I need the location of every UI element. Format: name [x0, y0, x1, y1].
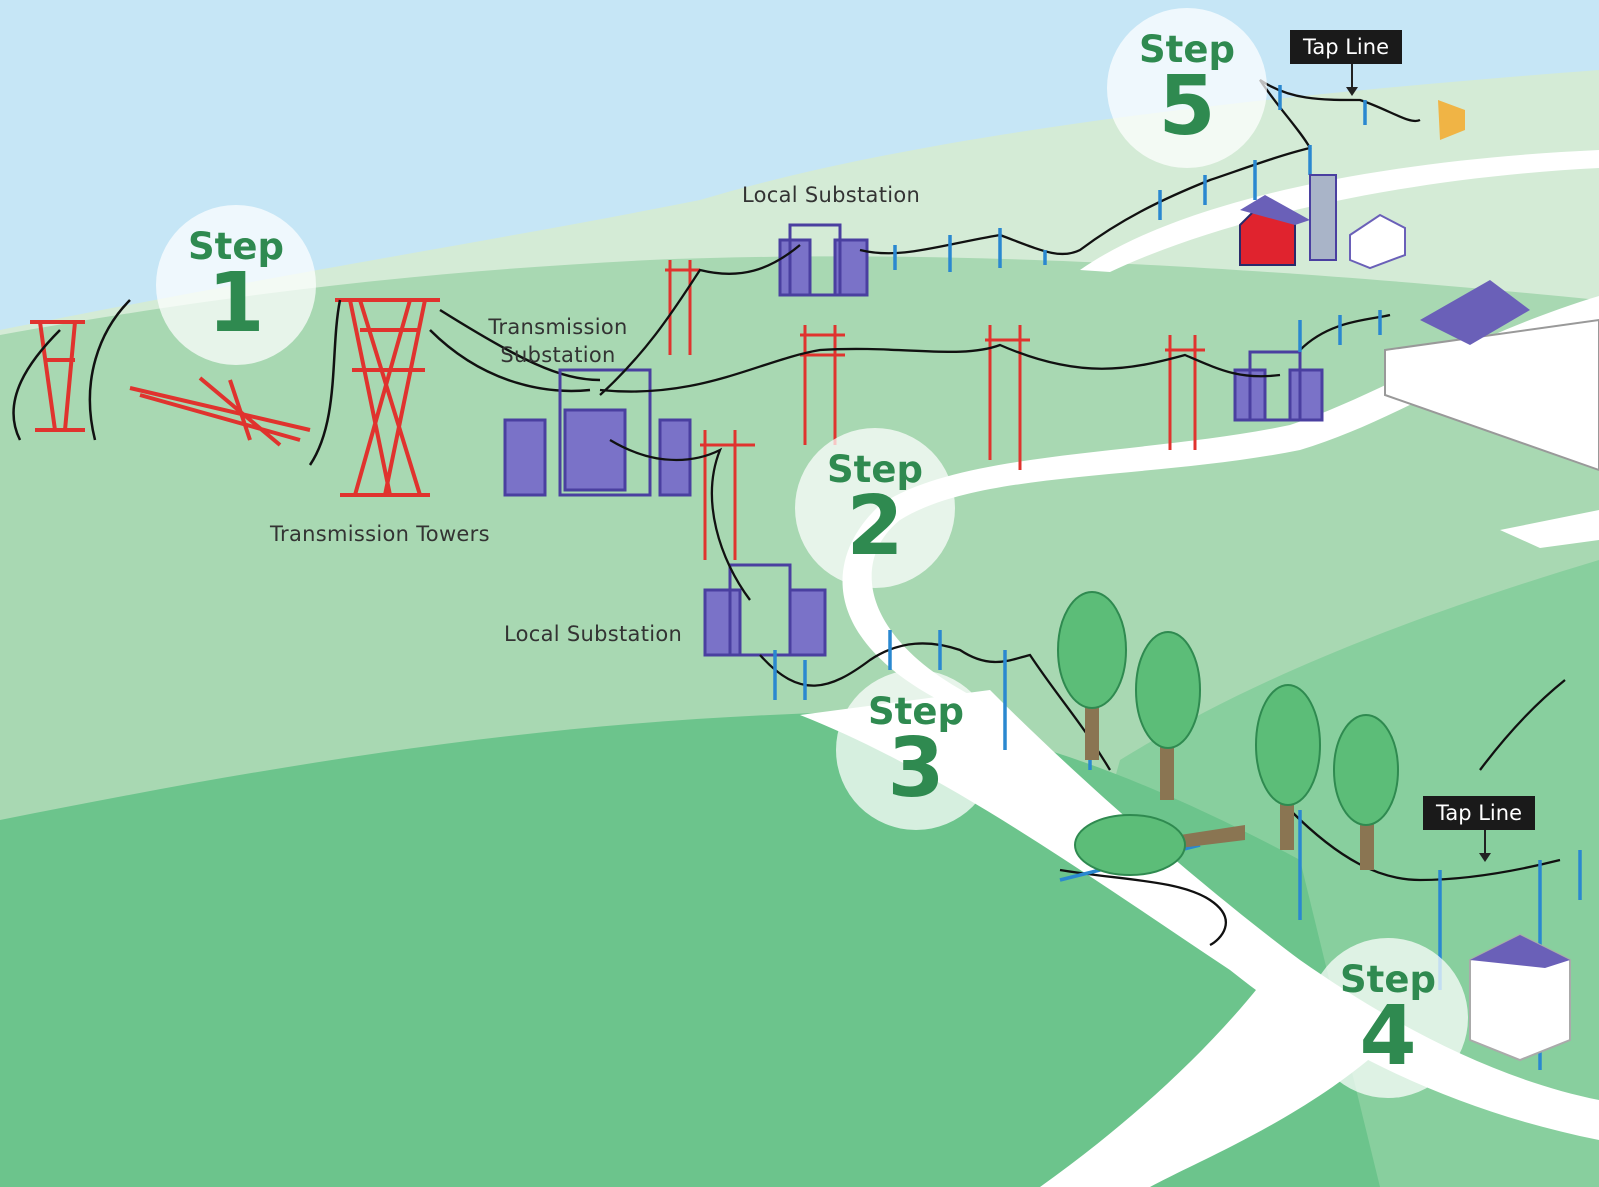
silo-icon [1309, 174, 1337, 261]
step-1-word: Step [188, 225, 284, 268]
step-1-badge: Step 1 [156, 205, 316, 365]
local-substation-top-label: Local Substation [742, 183, 921, 207]
step-4-number: 4 [1359, 989, 1417, 1084]
step-2-number: 2 [846, 479, 904, 574]
step-5-badge: Step 5 [1107, 8, 1267, 168]
step-2-badge: Step 2 [795, 428, 955, 588]
tap-line-callout-top: Tap Line [1290, 30, 1402, 64]
transmission-substation-label-line2: Substation [500, 343, 616, 367]
step-2-word: Step [827, 448, 923, 491]
road-top [1080, 150, 1599, 272]
step-3-number: 3 [887, 721, 945, 816]
power-lines [599, 79, 1566, 947]
step-3-word: Step [868, 690, 964, 733]
transmission-tower-icon [30, 298, 440, 497]
fallen-tree-icon [1074, 814, 1245, 876]
tower-wires [12, 299, 601, 466]
step-5-word: Step [1139, 28, 1235, 71]
utility-pole-icon [665, 260, 1205, 560]
step-4-word: Step [1340, 958, 1436, 1001]
barn-icon [1239, 195, 1310, 266]
tap-line-arrow-top [1346, 64, 1358, 96]
transmission-towers-label: Transmission Towers [270, 522, 490, 546]
transmission-substation-label: Transmission Substation [478, 313, 638, 369]
substation-icon [503, 368, 692, 497]
tree-icon [1057, 591, 1399, 870]
factory-icon [1384, 280, 1599, 472]
tap-line-callout-bottom: Tap Line [1423, 796, 1535, 830]
house-icon [1349, 100, 1571, 1062]
step-1-number: 1 [207, 256, 265, 351]
substation-icon [1233, 350, 1324, 422]
substation-icon [703, 563, 827, 657]
step-4-badge: Step 4 [1308, 938, 1468, 1098]
tap-line-arrow-bottom [1479, 830, 1491, 862]
fallen-tower-icon [129, 376, 311, 447]
road-bottom [1040, 985, 1380, 1187]
transmission-substation-label-line1: Transmission [488, 315, 628, 339]
step-5-number: 5 [1158, 59, 1216, 154]
step-3-badge: Step 3 [836, 670, 996, 830]
road-right [1500, 510, 1599, 548]
local-substation-mid-label: Local Substation [504, 622, 683, 646]
